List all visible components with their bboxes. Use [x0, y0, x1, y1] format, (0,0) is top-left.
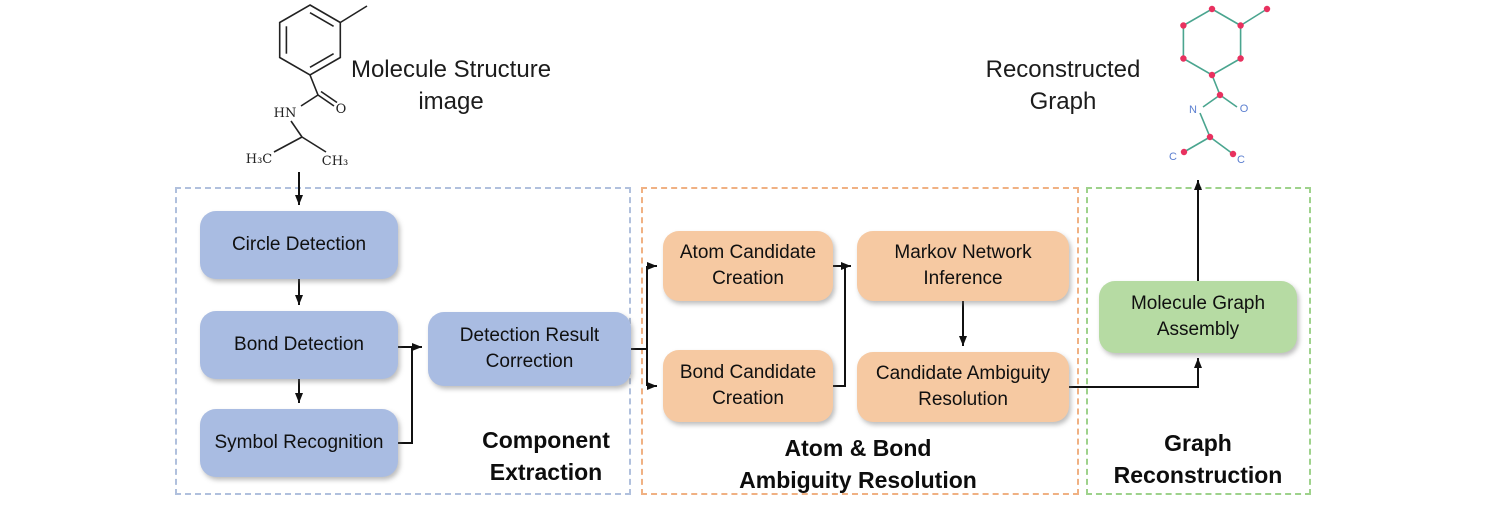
molecule-label-hn: HN — [274, 106, 297, 121]
flow-node-label-line2: Resolution — [918, 389, 1008, 410]
reconstructed-graph-caption-line2: Graph — [1029, 88, 1097, 115]
molecule-label-o: O — [336, 102, 347, 117]
flow-node-label: Symbol Recognition — [214, 432, 384, 453]
graph-label-c-left: C — [1169, 151, 1177, 163]
flow-node-label: Bond Detection — [234, 334, 364, 355]
reconstructed-graph-caption: Reconstructed Graph — [958, 54, 1168, 118]
graph-label-n: N — [1189, 104, 1197, 116]
section-title-atom-bond-ambiguity-resolution: Atom & Bond Ambiguity Resolution — [688, 432, 1028, 496]
graph-edges — [1182, 8, 1268, 155]
section-title-line1: Atom & Bond — [784, 435, 932, 461]
molecule-bonds — [273, 4, 368, 153]
graph-label-o: O — [1240, 103, 1249, 115]
flow-node-molecule-graph-assembly: Molecule Graph Assembly — [1099, 281, 1297, 353]
flow-node-label-line2: Creation — [712, 268, 784, 289]
flow-node-label: Circle Detection — [231, 234, 367, 255]
flow-node-label-line2: Assembly — [1156, 319, 1240, 340]
flow-node-markov-network-inference: Markov Network Inference — [857, 231, 1069, 301]
graph-label-c-right: C — [1237, 154, 1245, 166]
flow-node-candidate-ambiguity-resolution: Candidate Ambiguity Resolution — [857, 352, 1069, 422]
flow-node-detection-result-correction: Detection Result Correction — [428, 312, 631, 386]
molecule-image-caption-line2: image — [418, 88, 484, 115]
section-title-line1: Graph — [1164, 430, 1232, 456]
section-title-component-extraction: Component Extraction — [436, 424, 656, 488]
reconstructed-graph-caption-line1: Reconstructed — [985, 56, 1141, 83]
section-title-line2: Reconstruction — [1113, 462, 1283, 488]
section-title-line2: Ambiguity Resolution — [739, 467, 977, 493]
molecule-image-caption: Molecule Structure image — [331, 54, 571, 118]
section-atom-bond-ambiguity-resolution — [641, 187, 1079, 495]
molecule-image-caption-line1: Molecule Structure — [350, 56, 552, 83]
molecule-structure-drawing: HN O H₃C CH₃ — [246, 4, 368, 169]
reconstructed-graph-drawing: N O C C — [1169, 5, 1271, 166]
section-title-line2: Extraction — [489, 459, 603, 485]
graph-node-dots — [1180, 5, 1271, 158]
flow-node-label-line2: Creation — [712, 388, 784, 409]
section-title-line1: Component — [482, 427, 610, 453]
flow-node-symbol-recognition: Symbol Recognition — [200, 409, 398, 477]
flow-node-label-line1: Markov Network — [894, 242, 1032, 263]
section-title-graph-reconstruction: Graph Reconstruction — [1088, 427, 1308, 491]
flow-node-bond-candidate-creation: Bond Candidate Creation — [663, 350, 833, 422]
flow-node-label-line2: Correction — [485, 351, 574, 372]
flow-node-atom-candidate-creation: Atom Candidate Creation — [663, 231, 833, 301]
molecule-label-ch3: CH₃ — [322, 154, 349, 169]
flow-node-label-line1: Molecule Graph — [1130, 293, 1266, 314]
flow-node-label-line1: Atom Candidate — [679, 242, 817, 263]
flow-node-label-line1: Candidate Ambiguity — [875, 363, 1051, 384]
flow-node-label-line2: Inference — [923, 268, 1003, 289]
molecule-label-h3c: H₃C — [246, 152, 273, 167]
flow-node-label-line1: Bond Candidate — [679, 362, 817, 383]
flow-node-bond-detection: Bond Detection — [200, 311, 398, 379]
flow-node-label-line1: Detection Result — [459, 325, 600, 346]
flow-node-circle-detection: Circle Detection — [200, 211, 398, 279]
